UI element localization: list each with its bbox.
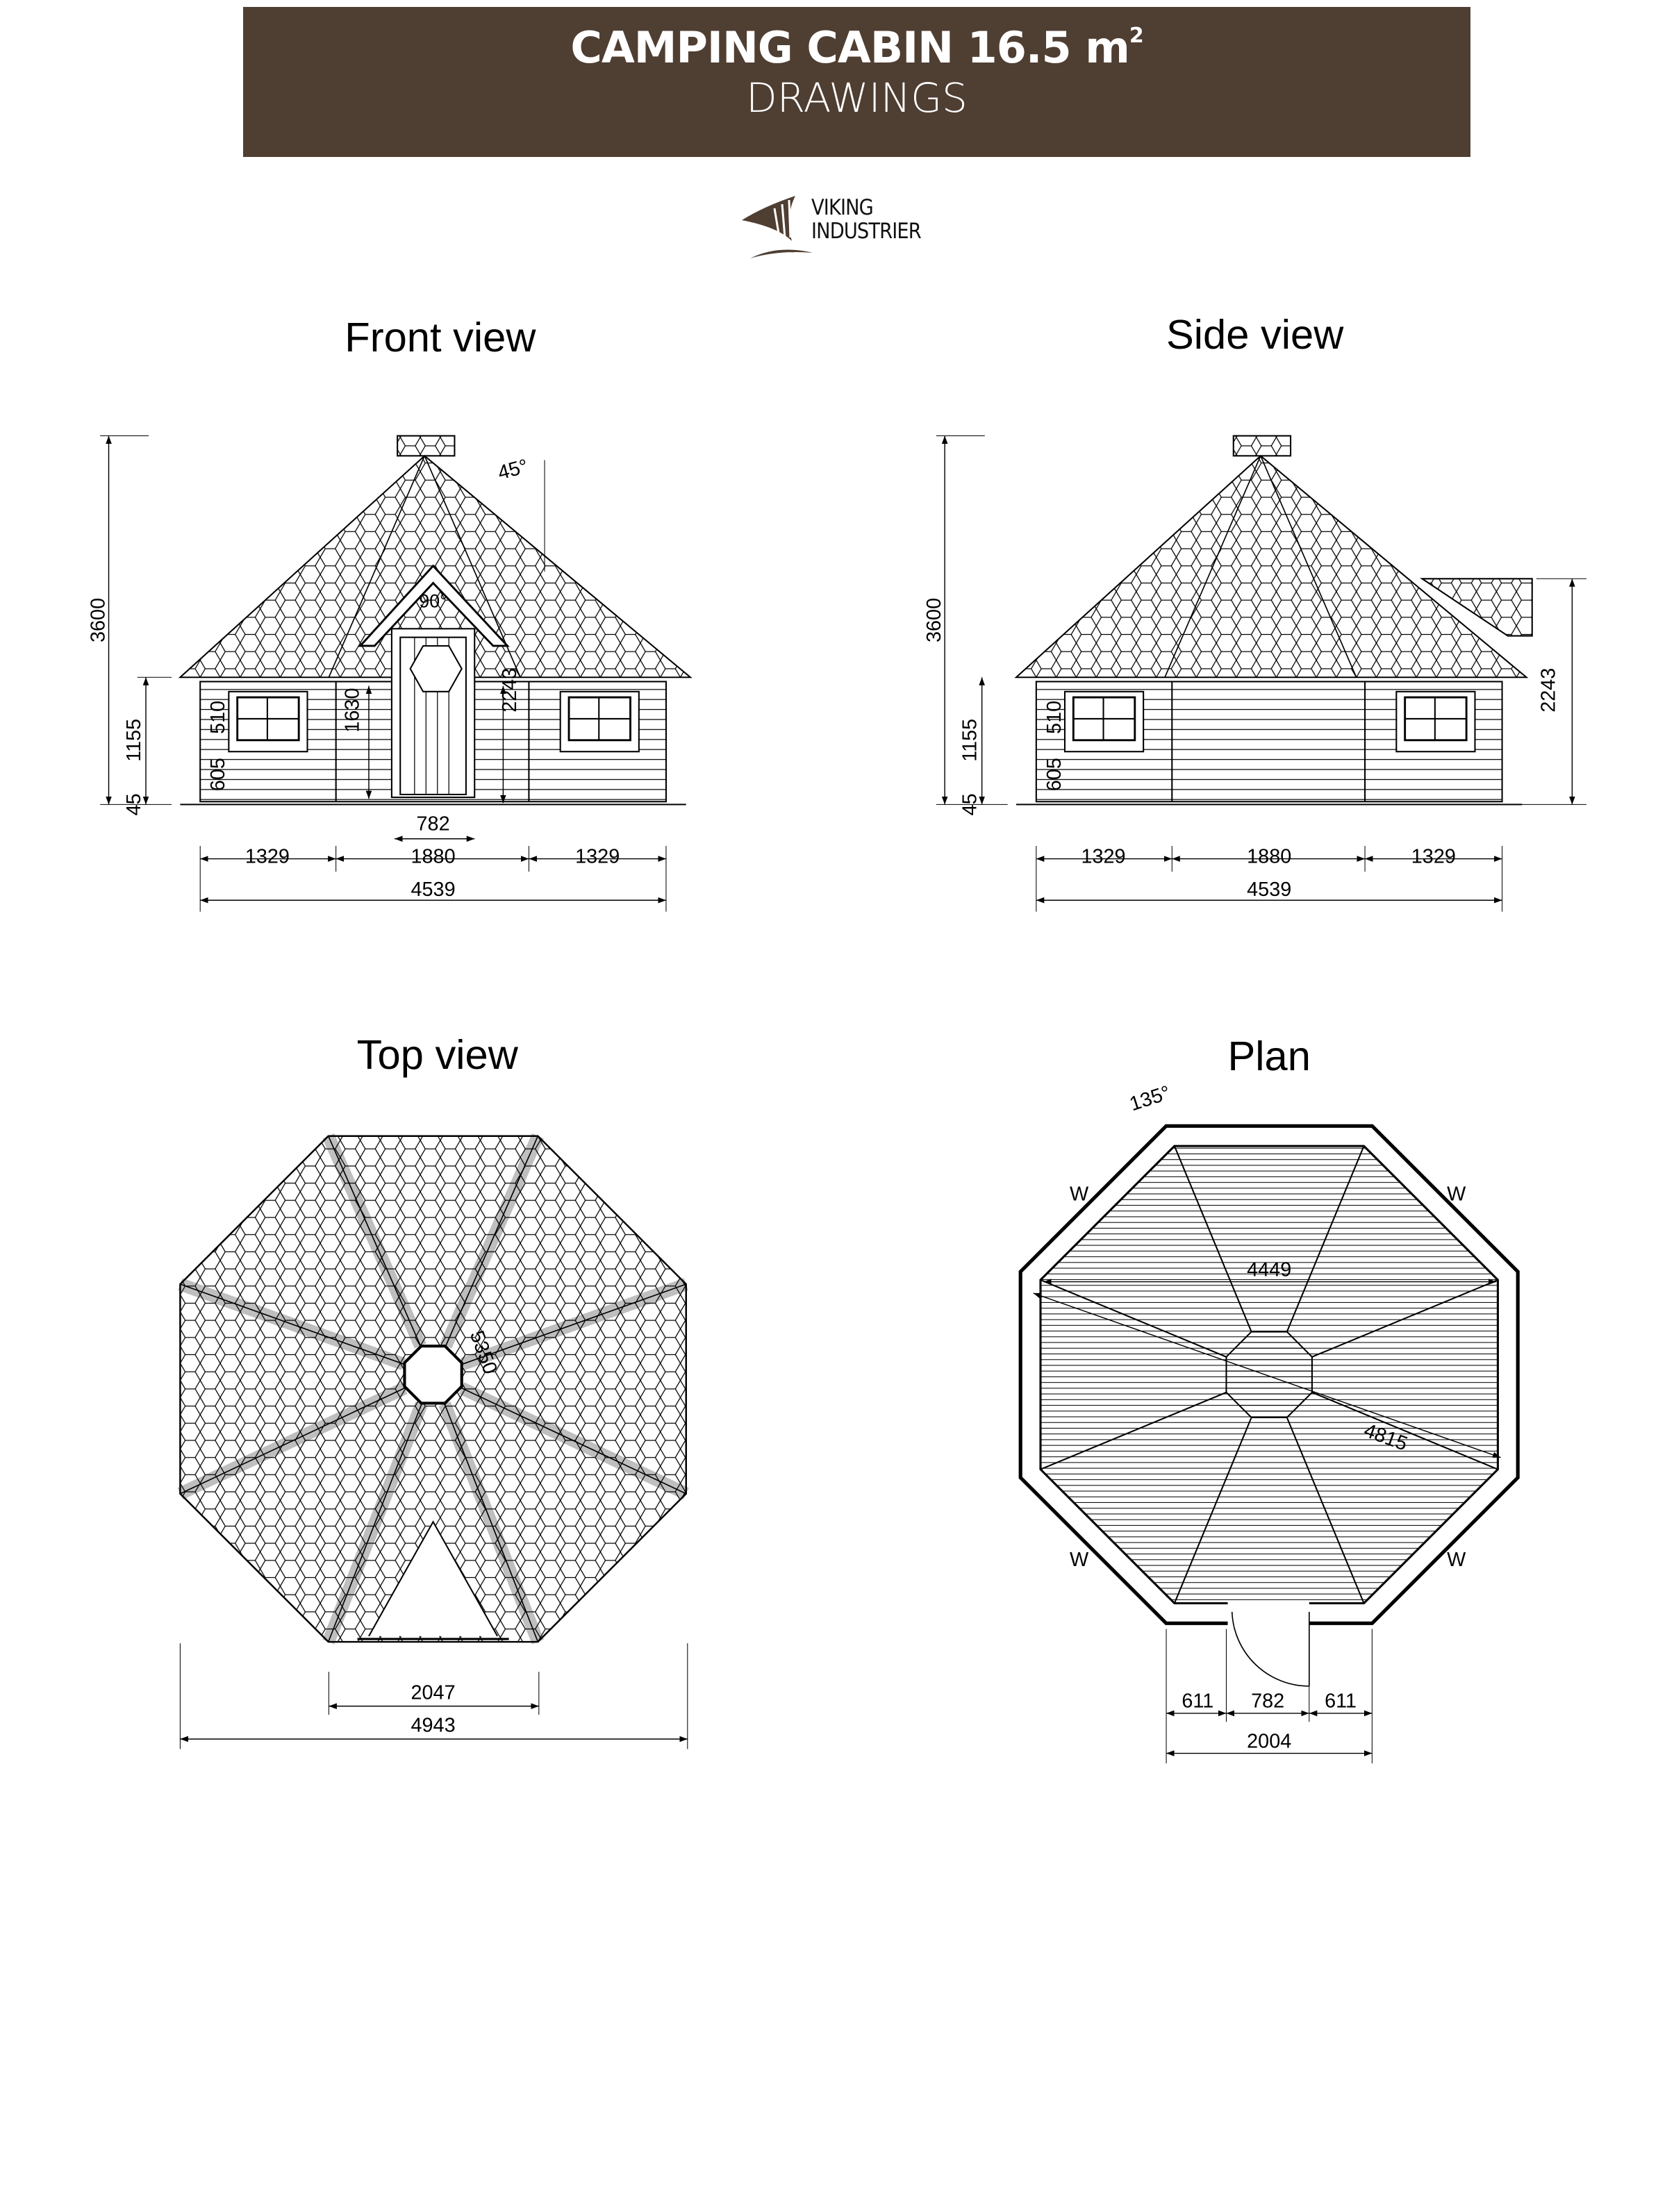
- ridge-line: [327, 1136, 422, 1347]
- dim-label: 1880: [411, 846, 456, 868]
- plan-title: Plan: [1228, 1033, 1311, 1079]
- dim-label: 4539: [1247, 879, 1291, 901]
- dim-label: 510: [207, 701, 229, 734]
- dim-label: 4449: [1247, 1258, 1291, 1281]
- top-view-drawing: [177, 1133, 689, 1749]
- page-subtitle: DRAWINGS: [746, 74, 968, 122]
- dim-label: 135°: [1127, 1081, 1173, 1115]
- dim-label: 782: [417, 813, 450, 835]
- dim-label: 45°: [495, 455, 530, 484]
- roof-cap-octagon: [403, 1345, 463, 1405]
- ridge-line: [444, 1404, 539, 1643]
- dim-label: 1155: [959, 719, 981, 762]
- window-mark: W: [1070, 1183, 1089, 1205]
- window-mark: W: [1070, 1549, 1089, 1571]
- dim-label: 1155: [123, 719, 145, 762]
- ridge-line: [445, 1136, 539, 1347]
- page-title: CAMPING CABIN 16.5 m2: [570, 22, 1143, 73]
- ridge-line: [462, 1283, 687, 1365]
- dim-label: 1329: [1411, 846, 1456, 868]
- plan-dimensions: 135° 4449 4815 611 782 611 2004 W W W W: [1070, 1081, 1466, 1752]
- dim-label: 1329: [245, 846, 290, 868]
- dim-label: 605: [207, 758, 229, 791]
- dim-label: 2047: [411, 1681, 456, 1704]
- dim-label: 510: [1043, 701, 1066, 734]
- dim-label: 1880: [1247, 846, 1291, 868]
- front-view-title: Front view: [345, 314, 536, 360]
- side-dimensions: 3600 1155 45 510 605 2243 1329 1880 1329…: [923, 598, 1560, 901]
- dim-label: 2004: [1247, 1730, 1291, 1752]
- porch-gable: [358, 564, 510, 647]
- window-mark: W: [1447, 1549, 1466, 1571]
- ridge-line: [327, 1404, 422, 1643]
- dim-label: 1630: [342, 688, 364, 733]
- plan-drawing: [1018, 1124, 1520, 1763]
- ridge-line: [461, 1387, 687, 1495]
- dim-label: 611: [1182, 1690, 1213, 1713]
- ridge-line: [180, 1387, 405, 1495]
- side-view-title: Side view: [1166, 311, 1344, 358]
- roof-cap: [397, 435, 456, 457]
- dim-label: 611: [1325, 1690, 1357, 1713]
- dim-label: 2243: [499, 668, 521, 713]
- window-mark: W: [1447, 1183, 1466, 1205]
- dim-label: 782: [1251, 1690, 1284, 1713]
- dim-label: 45: [959, 793, 981, 815]
- dim-label: 4943: [411, 1715, 456, 1737]
- title-banner: CAMPING CABIN 16.5 m2 DRAWINGS: [243, 7, 1470, 157]
- roof-extension: [1419, 578, 1533, 637]
- dim-label: 90°: [419, 590, 447, 611]
- dim-label: 4539: [411, 879, 456, 901]
- dim-label: 3600: [923, 598, 945, 642]
- dim-label: 605: [1043, 758, 1066, 791]
- dim-label: 45: [123, 793, 145, 815]
- roof: [1014, 454, 1529, 679]
- dim-label: 1329: [575, 846, 620, 868]
- side-view-drawing: [936, 435, 1586, 912]
- dim-label: 3600: [87, 598, 109, 642]
- sail-logo-icon: [742, 196, 813, 258]
- dim-label: 2243: [1538, 668, 1560, 713]
- front-view-drawing: [100, 435, 693, 912]
- top-view-title: Top view: [357, 1031, 519, 1078]
- ridge-line: [180, 1283, 404, 1365]
- dim-label: 1329: [1081, 846, 1126, 868]
